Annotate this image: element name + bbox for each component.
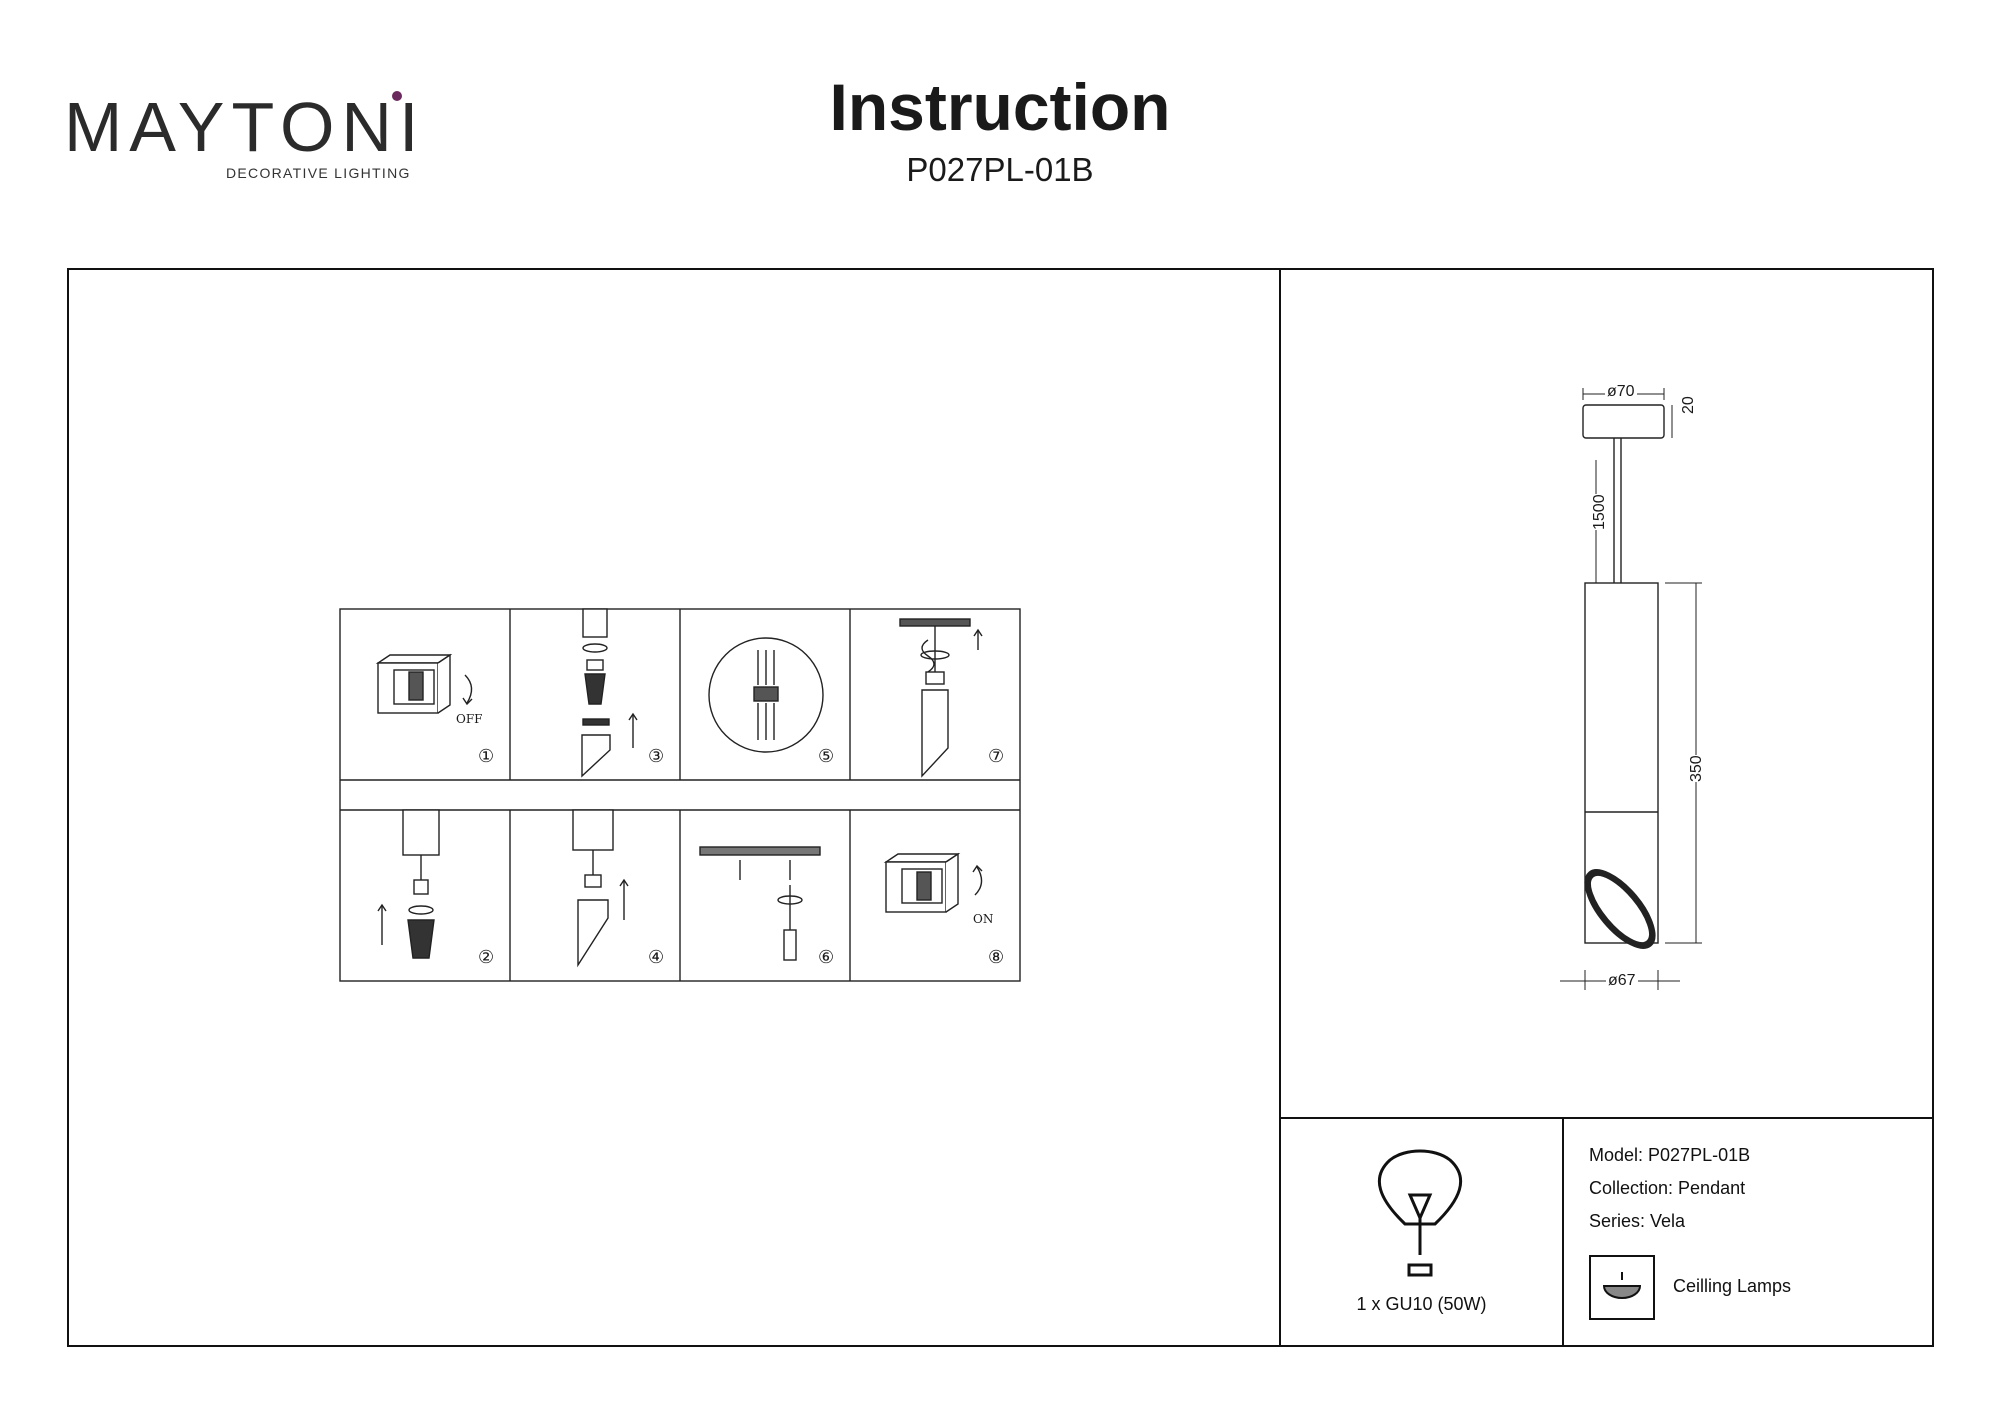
step-8-switch-on-illustration bbox=[883, 852, 983, 913]
ceiling-lamp-icon bbox=[1589, 1255, 1655, 1320]
step-number: ⑦ bbox=[988, 746, 1005, 766]
dimension-cable-length: 1500 bbox=[1591, 494, 1609, 530]
step-5-wiring-illustration bbox=[708, 637, 824, 753]
info-collection: Collection: Pendant bbox=[1589, 1178, 1746, 1198]
step-3-illustration bbox=[581, 608, 638, 778]
instruction-frame bbox=[67, 268, 1934, 1347]
lamp-spec: 1 x GU10 (50W) bbox=[1356, 1294, 1487, 1314]
step-number: ⑧ bbox=[988, 947, 1005, 967]
step-number: ⑤ bbox=[818, 746, 835, 766]
brand-logo-dot bbox=[392, 91, 402, 101]
step-2-illustration bbox=[377, 809, 440, 959]
dimension-body-diameter: ø67 bbox=[1606, 972, 1638, 990]
info-series: Series: Vela bbox=[1589, 1211, 1686, 1231]
step-number: ⑥ bbox=[818, 947, 835, 967]
info-model: Model: P027PL-01B bbox=[1589, 1145, 1751, 1165]
dimension-body-length: 350 bbox=[1688, 755, 1706, 782]
step-number: ④ bbox=[648, 947, 665, 967]
bulb-icon bbox=[1377, 1149, 1463, 1277]
step-caption-off: OFF bbox=[456, 712, 483, 726]
model-code: P027PL-01B bbox=[906, 151, 1094, 188]
step-1-switch-off-illustration bbox=[375, 653, 473, 714]
brand-logo: MAYTONI bbox=[64, 88, 426, 166]
dimension-canopy-height: 20 bbox=[1680, 396, 1697, 414]
step-number: ② bbox=[478, 947, 495, 967]
step-caption-on: ON bbox=[973, 912, 994, 926]
step-6-illustration bbox=[699, 846, 821, 961]
step-number: ③ bbox=[648, 746, 665, 766]
step-7-illustration bbox=[899, 618, 983, 778]
info-category: Ceilling Lamps bbox=[1673, 1276, 1792, 1296]
pendant-dimension-drawing bbox=[1560, 388, 1702, 990]
step-number: ① bbox=[478, 746, 495, 766]
dimension-canopy-diameter: ø70 bbox=[1605, 383, 1637, 401]
step-4-illustration bbox=[572, 809, 629, 968]
installation-steps-grid bbox=[339, 608, 1021, 982]
page-title: Instruction bbox=[829, 70, 1171, 144]
brand-tagline: DECORATIVE LIGHTING bbox=[226, 165, 411, 181]
